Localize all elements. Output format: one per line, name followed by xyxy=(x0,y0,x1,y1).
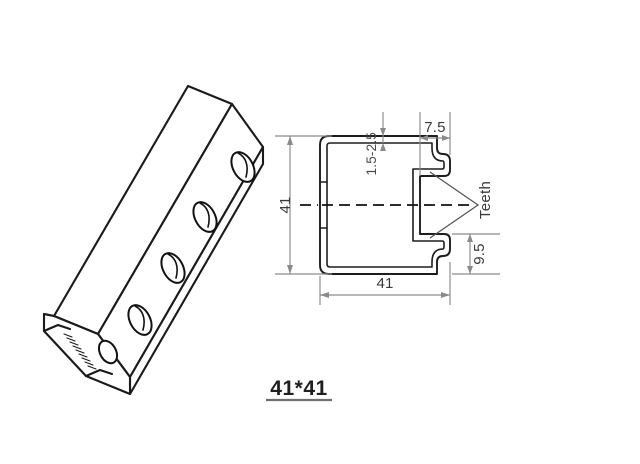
slot-inner-edge xyxy=(167,253,178,279)
dim-text-thickness: 1.5-2.5 xyxy=(364,132,379,175)
slot xyxy=(160,252,186,284)
serration-line xyxy=(72,345,82,350)
channel-final-geometry xyxy=(12,72,292,422)
dimension-group: 41 41 1.5-2.5 7.5 9.5 Teeth xyxy=(275,112,500,305)
slot-outline-partial xyxy=(97,339,119,365)
serration-line xyxy=(75,349,85,354)
cross-section-inner-profile xyxy=(326,142,445,268)
slot-outline xyxy=(160,252,186,284)
arrowhead-height-top xyxy=(287,136,293,145)
near-end-lip-return-upper xyxy=(42,323,72,333)
cross-section-outer-profile xyxy=(319,135,451,275)
teeth-chevron-icon xyxy=(429,171,480,239)
slot-inner-edge xyxy=(237,152,248,178)
strut-channel-isometric xyxy=(12,72,292,422)
title-label-group: 41*41 xyxy=(266,377,332,402)
serration-line xyxy=(78,353,88,358)
slot xyxy=(127,304,153,336)
serration-line xyxy=(87,365,97,370)
near-end-lip-upper xyxy=(42,312,56,318)
strut-channel-cross-section xyxy=(300,135,480,275)
slot-inner-edge xyxy=(134,305,145,331)
slot-outline xyxy=(192,201,218,233)
serration-line xyxy=(84,361,94,366)
arrowhead-lip-left xyxy=(420,135,428,141)
arrowhead-lipheight-top xyxy=(467,234,473,242)
slot xyxy=(230,151,256,183)
slot-partial xyxy=(97,339,119,365)
near-end-lip-return-lower xyxy=(84,368,114,378)
size-label: 41*41 xyxy=(270,377,327,400)
dim-text-lip-height: 9.5 xyxy=(471,243,488,264)
dim-text-width: 41 xyxy=(376,275,393,292)
slot xyxy=(192,201,218,233)
serration-line xyxy=(63,333,73,338)
arrowhead-lipheight-bottom xyxy=(467,266,473,274)
slot-group xyxy=(97,151,256,365)
serration-line xyxy=(66,337,76,342)
arrowhead-width-left xyxy=(320,292,329,298)
arrowhead-thickness-up xyxy=(380,143,386,151)
arrowhead-lip-right xyxy=(442,135,450,141)
teeth-serration-group xyxy=(63,333,97,370)
slot-inner-edge xyxy=(199,202,210,228)
serration-line xyxy=(69,341,79,346)
slot-outline xyxy=(127,304,153,336)
slot-outline xyxy=(230,151,256,183)
serration-line xyxy=(81,357,91,362)
dim-text-lip-width: 7.5 xyxy=(424,119,445,136)
teeth-label: Teeth xyxy=(477,181,494,219)
arrowhead-thickness-down xyxy=(380,128,386,136)
dim-text-height: 41 xyxy=(277,196,294,213)
arrowhead-width-right xyxy=(441,292,450,298)
arrowhead-height-bottom xyxy=(287,265,293,274)
